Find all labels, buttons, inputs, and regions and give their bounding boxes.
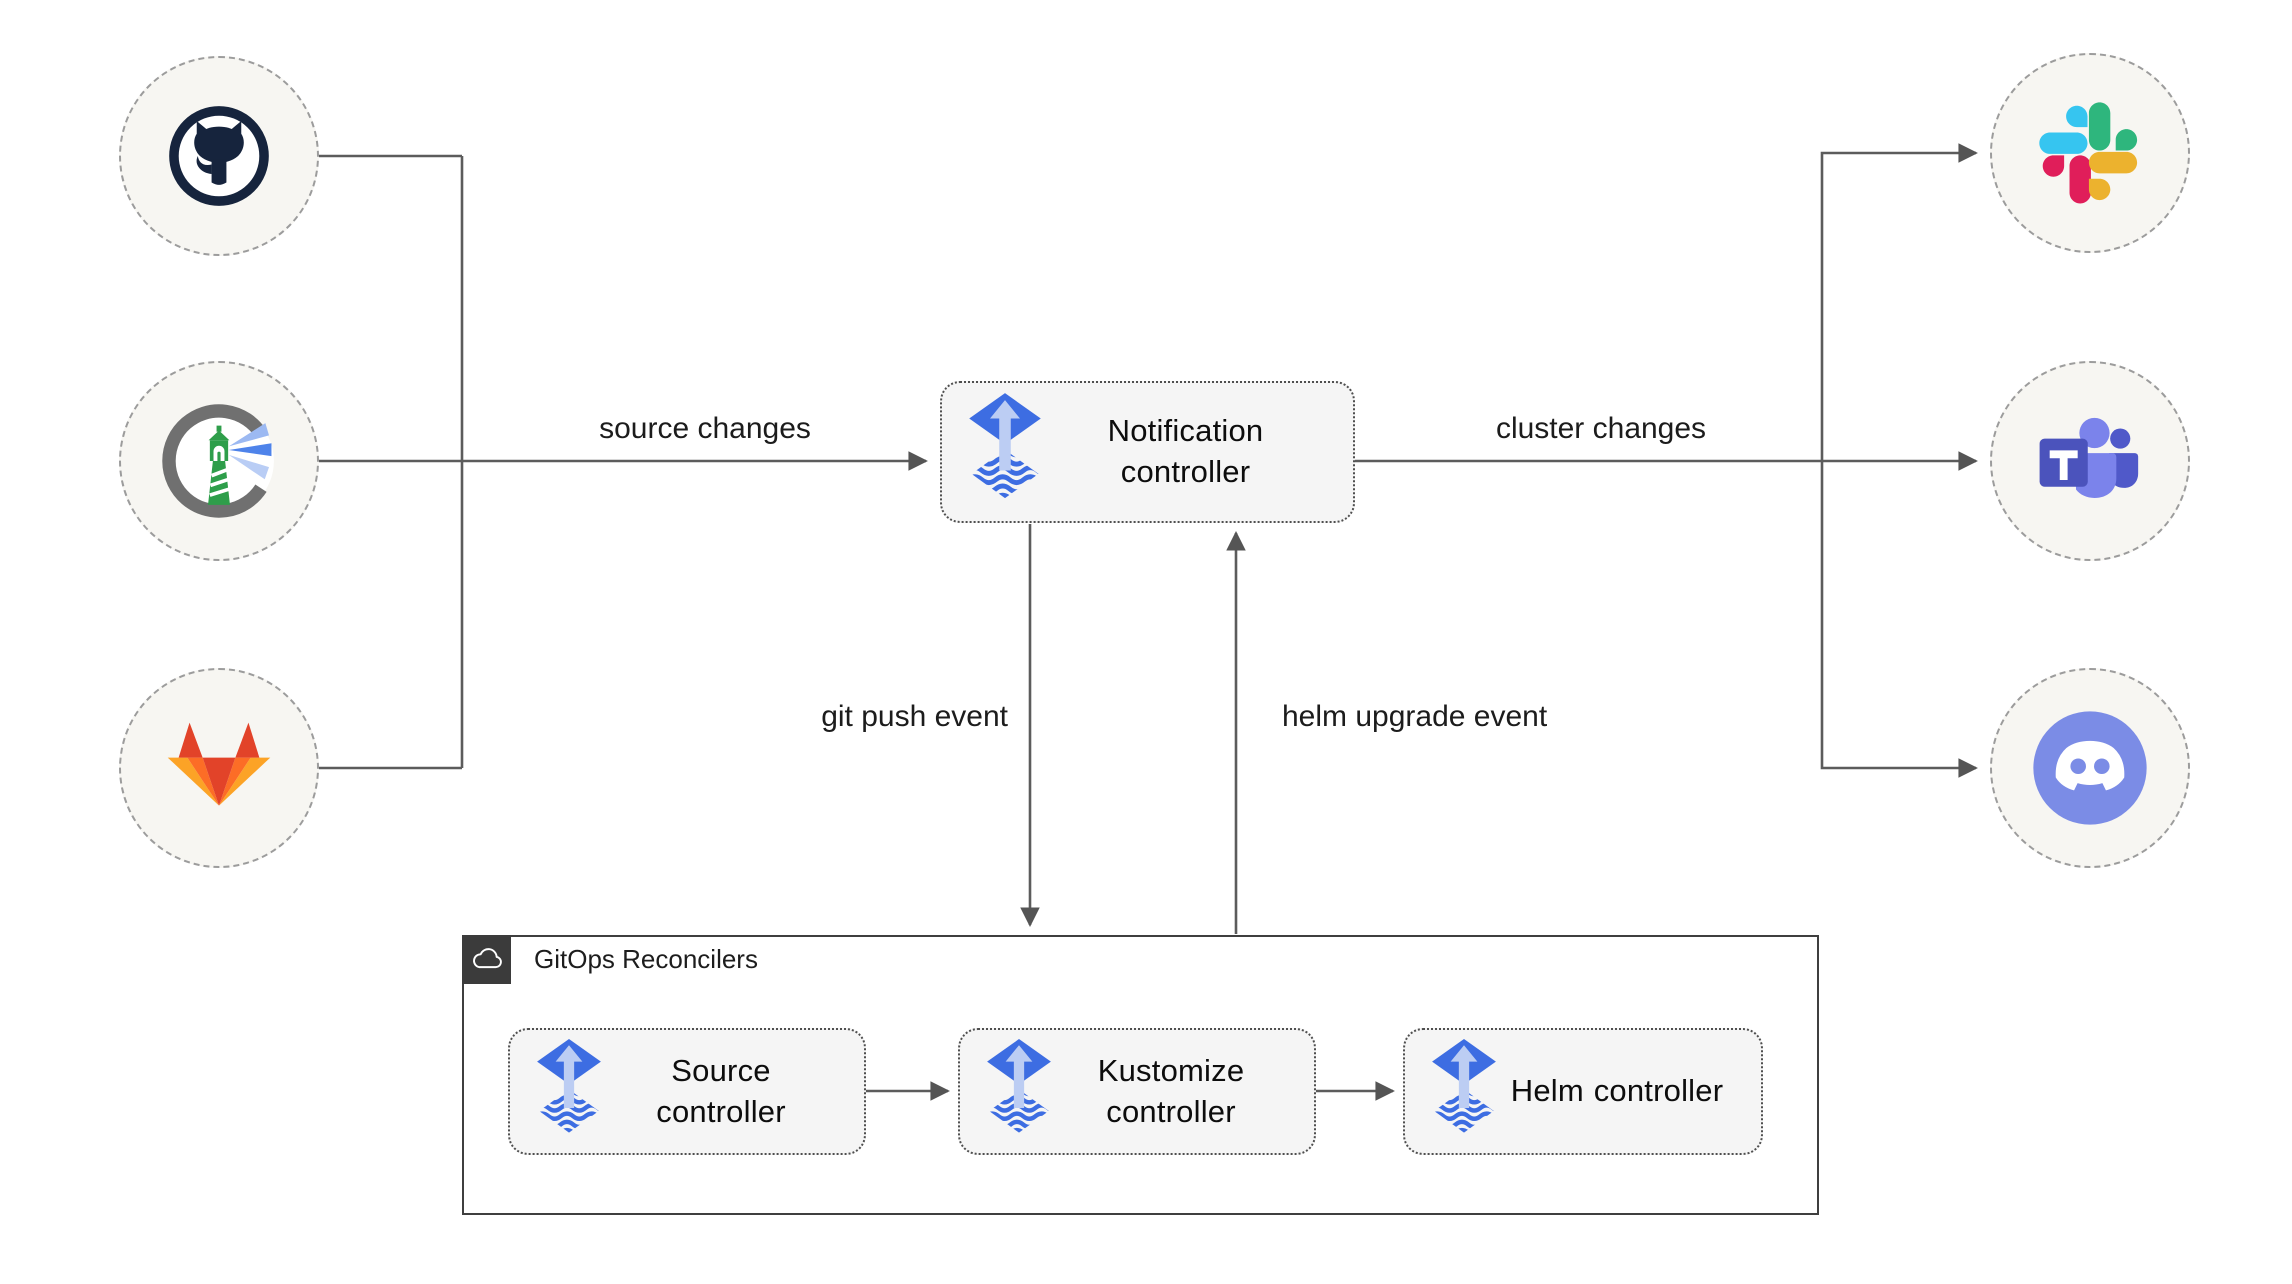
teams-icon [2034, 405, 2146, 517]
source-node-gitlab [119, 668, 319, 868]
edge-branch-arrow-discord [1820, 461, 1978, 778]
github-icon [166, 103, 272, 209]
helm-controller-box: Helm controller [1403, 1028, 1763, 1155]
kustomize-controller-box: Kustomize controller [958, 1028, 1316, 1155]
source-controller-label: Source controller [656, 1052, 786, 1129]
edge-label-helm-upgrade-event: helm upgrade event [1282, 700, 1548, 733]
source-node-lighthouse-registry [119, 361, 319, 561]
source-controller-box: Source controller [508, 1028, 866, 1155]
gitops-reconcilers-title: GitOps Reconcilers [534, 944, 758, 974]
discord-icon [2031, 709, 2149, 827]
receiver-node-discord [1990, 668, 2190, 868]
lighthouse-icon [158, 400, 280, 522]
gitops-header-square [462, 935, 511, 984]
slack-icon [2039, 102, 2141, 204]
gitops-reconcilers-container [462, 935, 1819, 1215]
helm-controller-label: Helm controller [1510, 1073, 1724, 1109]
flux-icon [536, 1038, 602, 1145]
edge-label-git-push-event: git push event [821, 700, 1008, 733]
gitlab-icon [159, 716, 279, 821]
receiver-node-teams [1990, 361, 2190, 561]
kustomize-controller-label: Kustomize controller [1097, 1052, 1245, 1129]
edge-branch-arrow-slack [1820, 143, 1978, 461]
flux-icon [1431, 1038, 1497, 1145]
notification-controller-box: Notification controller [940, 381, 1355, 523]
edge-label-cluster-changes: cluster changes [1495, 412, 1707, 445]
edge-label-source-changes: source changes [599, 412, 811, 445]
notification-controller-label: Notification controller [1107, 413, 1264, 489]
flux-icon [986, 1038, 1052, 1145]
receiver-node-slack [1990, 53, 2190, 253]
flux-icon [968, 392, 1042, 512]
cloud-icon [468, 941, 506, 979]
source-node-github [119, 56, 319, 256]
